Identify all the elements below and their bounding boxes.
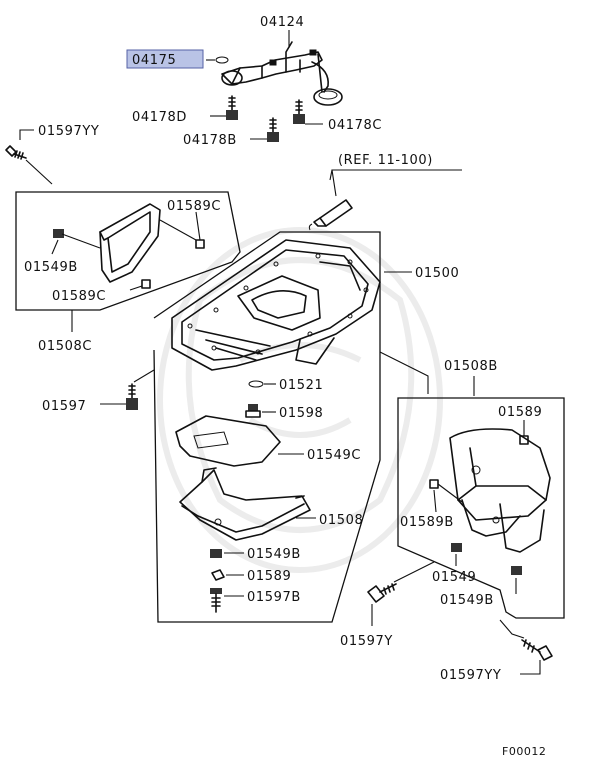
gasket-01521[interactable] (248, 380, 264, 388)
label-01549b-a: 01549B (24, 260, 78, 275)
label-01597yy-top: 01597YY (38, 124, 99, 139)
label-04124: 04124 (260, 15, 304, 30)
bolt-04178c[interactable] (293, 99, 305, 124)
washer-01589-mid[interactable] (211, 569, 225, 581)
gasket-01549c[interactable] (175, 415, 281, 467)
label-04175[interactable]: 04175 (132, 53, 176, 68)
bolt-01597b[interactable] (210, 588, 222, 613)
label-01549b-mid: 01549B (247, 547, 301, 562)
bolt-01597yy-top[interactable] (5, 145, 27, 160)
bolt-04178d[interactable] (226, 95, 238, 120)
label-04178c: 04178C (328, 118, 382, 133)
label-01549: 01549 (432, 570, 476, 585)
label-01589b: 01589B (400, 515, 454, 530)
label-01598: 01598 (279, 406, 323, 421)
highlight-04175 (126, 49, 204, 69)
oil-pan-01500[interactable] (171, 239, 381, 371)
frame-01508c (15, 191, 241, 311)
bolt-01597y[interactable] (367, 583, 397, 603)
label-01508: 01508 (319, 513, 363, 528)
label-01500: 01500 (415, 266, 459, 281)
label-01589c-b: 01589C (52, 289, 106, 304)
label-01508b: 01508B (444, 359, 498, 374)
sealant-tube-icon (308, 199, 353, 231)
strainer-gasket-04175[interactable] (215, 56, 229, 64)
label-01589c-a: 01589C (167, 199, 221, 214)
label-04178d: 04178D (132, 110, 187, 125)
oil-strainer-assembly[interactable] (221, 41, 343, 106)
washer-01589b[interactable] (429, 479, 439, 489)
label-01589-mid: 01589 (247, 569, 291, 584)
label-01508c: 01508C (38, 339, 92, 354)
label-01521: 01521 (279, 378, 323, 393)
label-01549c: 01549C (307, 448, 361, 463)
frame-oil-pan-service-parts (153, 231, 381, 623)
label-01549b-right: 01549B (440, 593, 494, 608)
washer-01589c-bottom[interactable] (141, 279, 151, 289)
baffle-plate-01508c[interactable] (99, 203, 161, 283)
figure-code: F00012 (502, 745, 546, 758)
label-01597yy-bottom: 01597YY (440, 668, 501, 683)
nut-01549b-left[interactable] (53, 229, 64, 238)
ref-label: (REF. 11-100) (338, 153, 433, 168)
label-01597b: 01597B (247, 590, 301, 605)
baffle-plate-01508b[interactable] (449, 428, 551, 553)
frame-01508b (397, 397, 565, 619)
nut-01549b-right[interactable] (511, 566, 522, 575)
washer-01589-right[interactable] (519, 435, 529, 445)
baffle-01508[interactable] (179, 467, 311, 541)
label-04178b: 04178B (183, 133, 237, 148)
label-01597-left: 01597 (42, 399, 86, 414)
bolt-01597yy-bottom[interactable] (521, 639, 553, 661)
label-01589-right: 01589 (498, 405, 542, 420)
nut-01549b-mid[interactable] (210, 549, 222, 558)
nut-01549[interactable] (451, 543, 462, 552)
washer-01589c-right[interactable] (195, 239, 205, 249)
bolt-01597-left[interactable] (126, 383, 138, 410)
plug-01598[interactable] (245, 404, 261, 418)
bolt-04178b[interactable] (267, 117, 279, 142)
label-01597y: 01597Y (340, 634, 393, 649)
